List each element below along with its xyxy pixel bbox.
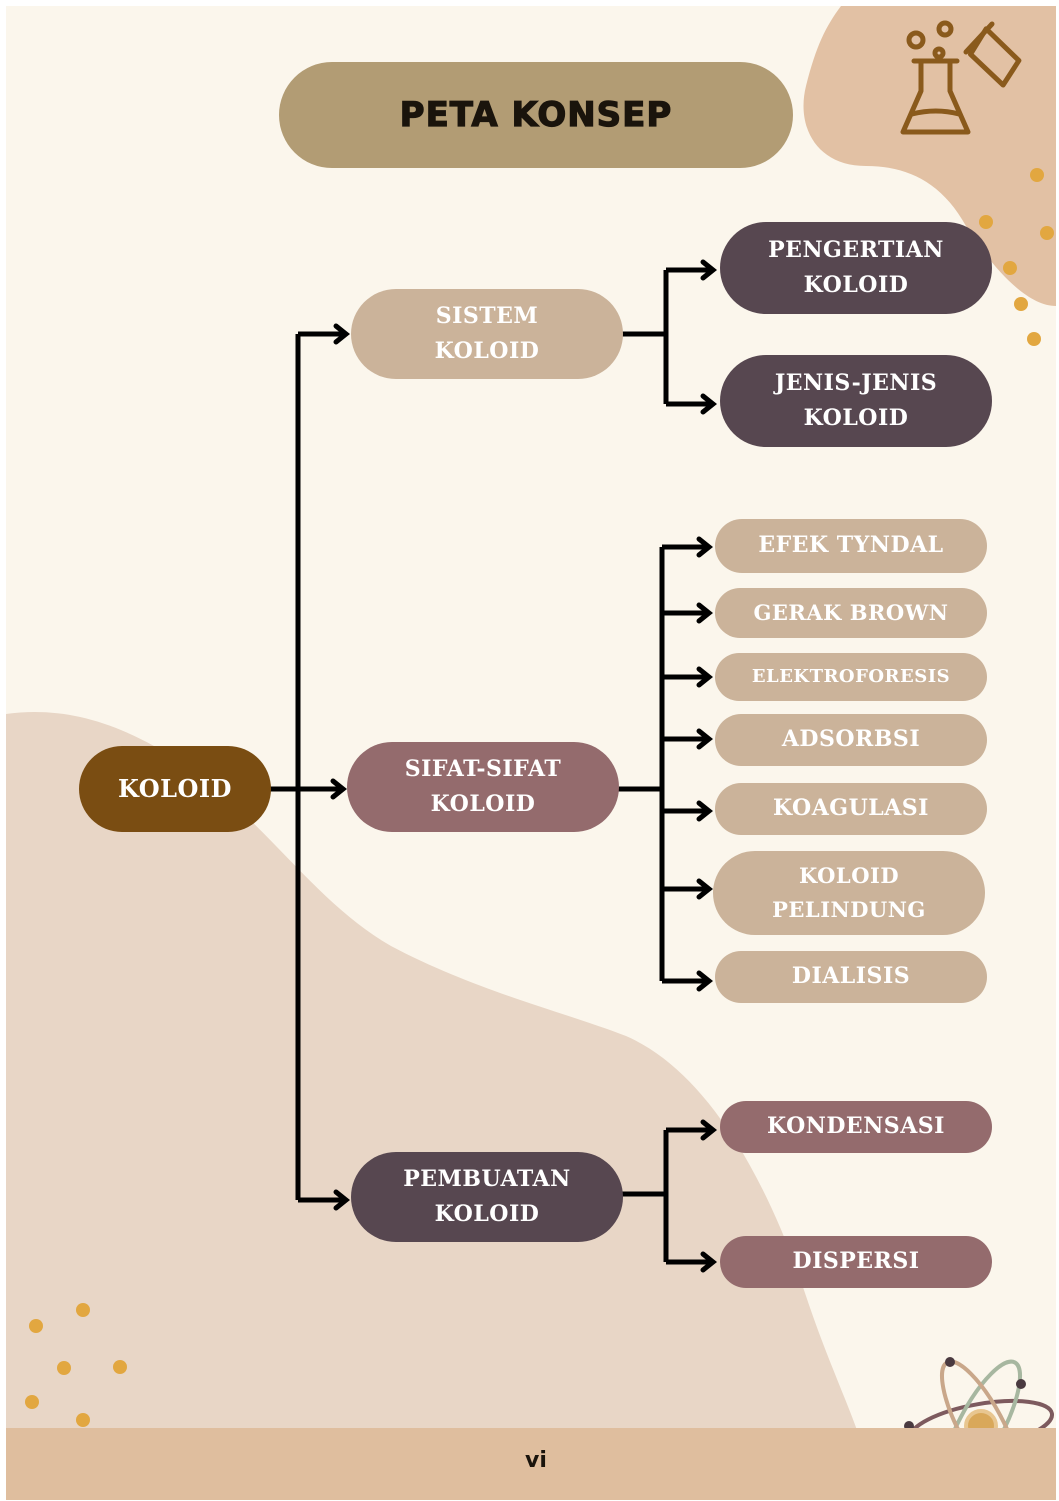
background-blob-left <box>6 712 876 1500</box>
node-label-line: KOAGULASI <box>773 795 929 822</box>
decoration-dots-bottom-left <box>25 1303 127 1427</box>
footer-band <box>6 1428 1056 1500</box>
node-label-line: DISPERSI <box>792 1248 920 1275</box>
node-label-line: ADSORBSI <box>781 726 921 753</box>
node-koloid-pelindung: KOLOID PELINDUNG <box>713 851 985 935</box>
node-pengertian-koloid: PENGERTIAN KOLOID <box>720 222 992 314</box>
page-title: PETA KONSEP <box>399 94 673 135</box>
root-node-label: KOLOID <box>118 773 232 803</box>
background-blob-top-right <box>803 6 1056 306</box>
node-pembuatan-koloid: PEMBUATAN KOLOID <box>351 1152 623 1242</box>
node-elektroforesis: ELEKTROFORESIS <box>715 653 987 701</box>
page-number: vi <box>525 1448 547 1473</box>
node-dispersi: DISPERSI <box>720 1236 992 1288</box>
node-label-line: PEMBUATAN <box>403 1165 571 1192</box>
node-label-line: PENGERTIAN <box>768 236 944 263</box>
root-node-koloid: KOLOID <box>79 746 271 832</box>
node-label-line: KONDENSASI <box>767 1113 945 1140</box>
node-label-line: EFEK TYNDAL <box>758 532 944 559</box>
node-label-line: DIALISIS <box>791 963 911 990</box>
node-efek-tyndal: EFEK TYNDAL <box>715 519 987 573</box>
node-label-line: JENIS-JENIS <box>774 369 938 396</box>
node-koagulasi: KOAGULASI <box>715 783 987 835</box>
node-label-line: SIFAT-SIFAT <box>404 755 562 782</box>
connector-lines <box>270 267 710 1265</box>
node-label-line: PELINDUNG <box>772 897 926 922</box>
node-label-line: KOLOID <box>803 272 909 298</box>
concept-map-page: PETA KONSEP KOLOID SISTEM KOLOID SIFAT-S… <box>6 6 1056 1500</box>
node-jenis-jenis-koloid: JENIS-JENIS KOLOID <box>720 355 992 447</box>
node-label-line: KOLOID <box>798 863 900 889</box>
node-label-line: KOLOID <box>430 791 536 817</box>
node-label-line: SISTEM <box>435 302 539 329</box>
node-kondensasi: KONDENSASI <box>720 1101 992 1153</box>
node-label-line: ELEKTROFORESIS <box>751 665 951 687</box>
node-label-line: GERAK BROWN <box>753 600 949 626</box>
decoration-dots-top-right <box>979 168 1054 346</box>
node-sifat-sifat-koloid: SIFAT-SIFAT KOLOID <box>347 742 619 832</box>
node-label-line: KOLOID <box>434 1201 540 1227</box>
node-dialisis: DIALISIS <box>715 951 987 1003</box>
arrowheads <box>330 259 718 1273</box>
page-title-pill: PETA KONSEP <box>279 62 793 168</box>
node-adsorbsi: ADSORBSI <box>715 714 987 766</box>
background-decoration <box>6 6 1056 1500</box>
node-gerak-brown: GERAK BROWN <box>715 588 987 638</box>
chemistry-flask-icon <box>900 20 1022 135</box>
node-label-line: KOLOID <box>803 405 909 431</box>
node-label-line: KOLOID <box>434 338 540 364</box>
node-sistem-koloid: SISTEM KOLOID <box>351 289 623 379</box>
